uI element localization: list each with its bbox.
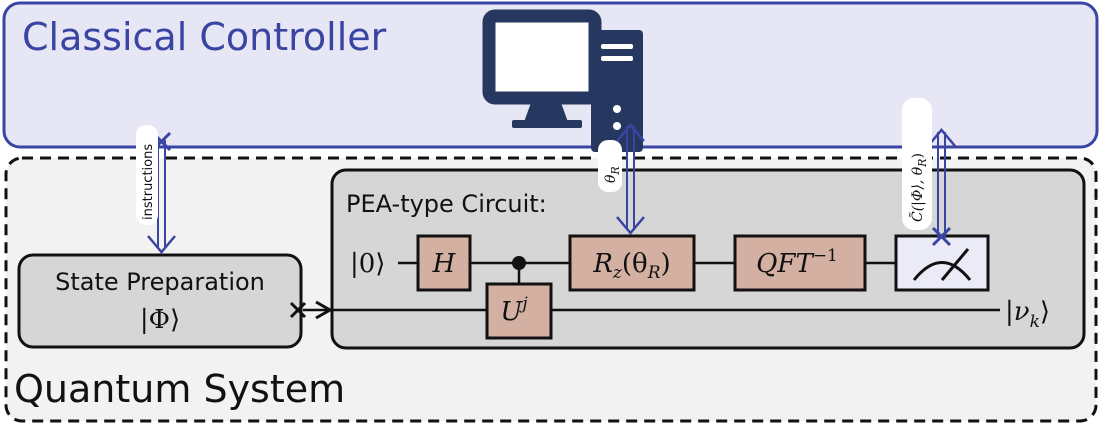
cost-link	[927, 128, 956, 247]
measurement-meter-icon	[912, 248, 972, 281]
state-preparation-title: State Preparation	[55, 268, 265, 296]
theta-link	[616, 123, 645, 235]
connection-arrow-icon	[315, 300, 334, 320]
controlled-u-gate	[485, 282, 553, 340]
inverse-qft-gate-label: QFT−1	[756, 246, 838, 279]
connection-cross-icon	[289, 301, 307, 319]
rz-gate	[568, 234, 696, 292]
state-preparation-ket: |Φ⟩	[140, 305, 180, 335]
inverse-qft-gate	[733, 234, 867, 292]
instructions-label-bg	[136, 125, 158, 225]
hadamard-gate	[416, 234, 472, 292]
computer-icon	[482, 9, 602, 128]
output-ket: |νk⟩	[1005, 297, 1050, 332]
input-ket: |0⟩	[350, 249, 385, 279]
instructions-label: instructions	[141, 144, 156, 220]
cost-label-bg	[902, 98, 932, 230]
server-tower-icon	[591, 30, 643, 152]
classical-controller-title: Classical Controller	[22, 15, 387, 59]
control-dot	[512, 256, 526, 270]
controlled-u-gate-label: Uj	[500, 294, 528, 327]
rz-gate-label: Rz(θR)	[592, 249, 670, 283]
cost-label: C̃(|Φ⟩, θR)	[908, 153, 929, 222]
pea-circuit-title: PEA-type Circuit:	[346, 190, 547, 218]
hadamard-gate-label: H	[432, 249, 457, 279]
quantum-system-title: Quantum System	[14, 367, 345, 411]
state-preparation-box	[17, 253, 303, 349]
theta-label-bg	[598, 140, 622, 192]
theta-label: θR	[603, 166, 622, 183]
